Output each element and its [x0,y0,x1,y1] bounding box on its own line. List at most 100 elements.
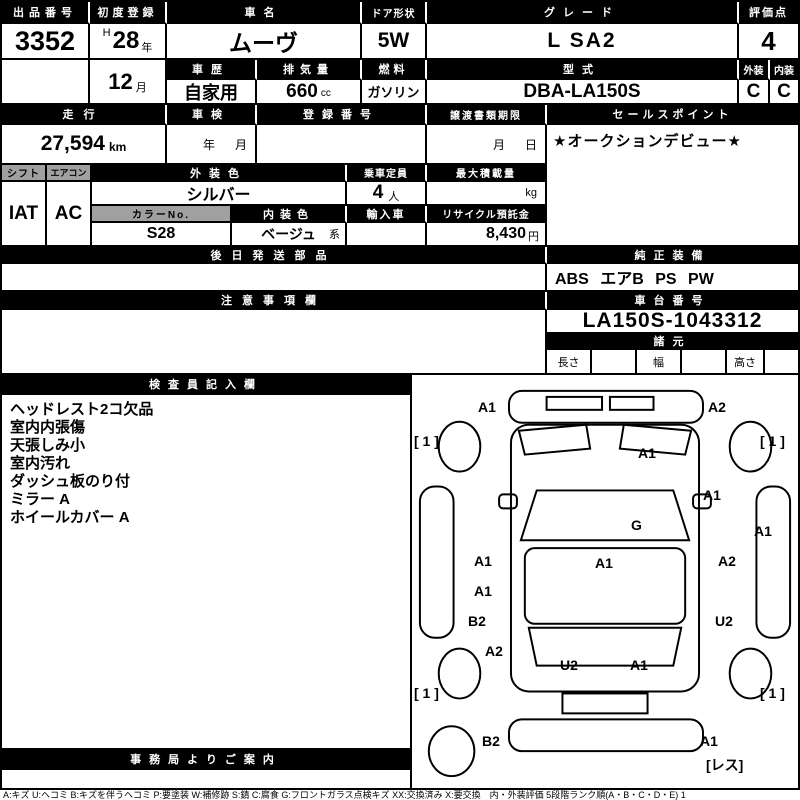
inspector-note: 室内汚れ [10,455,71,472]
interior-color-suffix: 系 [329,229,340,241]
genuine-equipment-value: ABS エアB PS PW [555,271,714,288]
chassis-no-value: LA150S-1043312 [547,310,798,334]
front-right-tire [728,420,773,473]
length-label: 長さ [547,350,592,375]
aircon-label: エアコン [47,165,92,182]
inspector-note: ホイールカバー A [10,509,130,526]
damage-code: A1 [754,523,772,539]
legend: A:キズ U:ヘコミ B:キズを伴うヘコミ P:要塗装 W:補修跡 S:錆 C:… [3,790,686,800]
recycle-cell: 8,430 円 [427,223,547,247]
transfer-deadline-label: 譲渡書類期限 [427,105,547,125]
inspector-note: 天張しみ小 [10,437,86,454]
roof-panel [523,547,687,625]
history-label: 車歴 [167,60,257,80]
sales-point-value: ★オークションデビュー★ [553,133,742,150]
office-info-label: 事務局よりご案内 [2,750,412,770]
recycle-label: リサイクル預託金 [427,206,547,223]
height-label: 高さ [727,350,765,375]
displacement-label: 排気量 [257,60,362,80]
notes-cell [2,310,547,375]
transfer-month-unit: 月 [492,137,505,152]
chassis-label: 車台番号 [547,292,798,310]
displacement-unit: cc [320,88,331,99]
rear-left-tire [437,647,482,700]
car-name-value: ムーヴ [167,24,362,60]
mileage-cell: 27,594 km [2,125,167,165]
rear-right-tire [728,647,773,700]
damage-code: [ 1 ] [760,685,785,701]
fuel-value: ガソリン [362,80,427,105]
first-reg-month-cell: 12 月 [90,60,167,105]
aircon-value: AC [47,182,92,247]
max-load-unit: kg [525,187,537,199]
first-reg-year-cell: H 28 年 [90,24,167,60]
color-no-value: S28 [92,223,232,247]
import-label: 輸入車 [347,206,427,223]
damage-code: A1 [630,657,648,673]
sales-point-cell: ★オークションデビュー★ [547,125,798,247]
spare-tire [427,725,476,778]
yen-unit: 円 [528,231,539,243]
inspector-note: ダッシュ板のり付 [10,473,131,490]
grade-value: L SA2 [427,24,739,60]
left-side-panel [418,485,455,639]
door-label: ドア形状 [362,2,427,24]
inspection-year-unit: 年 [202,137,215,152]
mileage-unit: km [108,139,127,154]
capacity-label: 乗車定員 [347,165,427,182]
registration-no-cell [257,125,427,165]
damage-code: A1 [595,555,613,571]
sales-point-label: セールスポイント [547,105,798,125]
damage-code: A1 [700,733,718,749]
auction-no-value: 3352 [2,24,90,60]
exterior-grade-label: 外装 [739,60,770,80]
office-info-cell [2,770,412,788]
month-unit: 月 [135,81,147,94]
damage-code: B2 [482,733,500,749]
length-value-cell [592,350,637,375]
damage-code: [ 1 ] [760,433,785,449]
right-mirror [692,493,712,510]
damage-code: A2 [718,553,736,569]
inspection-date-cell: 年 月 [167,125,257,165]
inspector-label: 検査員記入欄 [2,375,412,395]
windshield [519,489,691,542]
right-headlight [618,423,693,456]
score-label: 評価点 [739,2,798,24]
model-label: 型式 [427,60,739,80]
front-grille [545,395,604,411]
front-plate [608,395,655,411]
damage-code: A1 [478,399,496,415]
damage-code: B2 [468,613,486,629]
interior-grade-label: 内装 [770,60,798,80]
history-value: 自家用 [167,80,257,105]
car-outline-drawing [418,389,792,778]
damage-code: G [631,517,642,533]
shift-value: IAT [2,182,47,247]
later-parts-label: 後日発送部品 [2,247,547,264]
transfer-deadline-cell: 月 日 [427,125,547,165]
damage-code: A2 [485,643,503,659]
mileage-value: 27,594 [40,132,105,155]
first-reg-month: 12 [108,68,133,94]
inspector-note: 室内内張傷 [10,419,86,436]
width-label: 幅 [637,350,682,375]
fuel-label: 燃料 [362,60,427,80]
score-value: 4 [739,24,798,60]
inspector-note: ミラー A [10,491,71,508]
damage-code: A1 [474,583,492,599]
first-reg-year: 28 [112,27,140,54]
inspector-note: ヘッドレスト2コ欠品 [10,401,154,418]
left-mirror [498,493,518,510]
damage-code: A1 [474,553,492,569]
genuine-equipment-label: 純正装備 [547,247,798,264]
later-parts-cell [2,264,547,292]
damage-code: A1 [638,445,656,461]
exterior-grade-value: C [739,80,770,105]
exterior-color-value: シルバー [92,182,347,206]
damage-code: U2 [715,613,733,629]
